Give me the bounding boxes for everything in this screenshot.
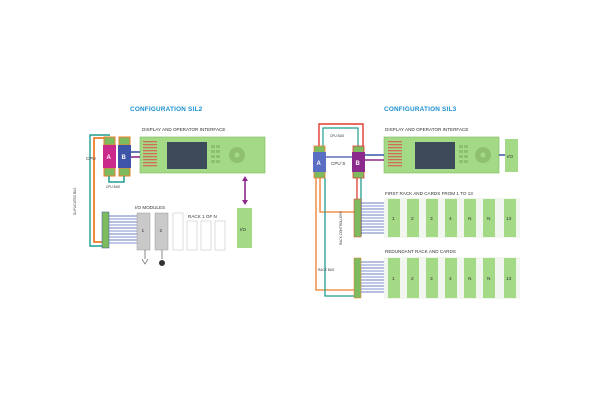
sil3-cpu-label: CPU´S <box>331 161 345 166</box>
sil3-io-block <box>505 139 518 172</box>
sil3-redundant-card-n1 <box>464 258 476 298</box>
sil3-cpu-b-letter: B <box>356 161 361 167</box>
sil3-redundant-card-n1-label: N <box>468 276 472 282</box>
sil3-redundant-card-2 <box>407 258 419 298</box>
sil2-io-modules-label: I/O MODULES <box>135 205 165 210</box>
sil2-cpu-a-letter: A <box>107 155 112 161</box>
sil3-redundant-card-4-label: 4 <box>449 276 452 282</box>
sil3-first-card-4 <box>445 199 457 237</box>
sil3-redundant-card-4 <box>445 258 457 298</box>
sil3-first-card-n1 <box>464 199 476 237</box>
sil3-cpu-a-letter: A <box>317 161 322 167</box>
sil3-redundant-card-1 <box>388 258 400 298</box>
sil3-title: CONFIGURATION SIL3 <box>384 106 457 113</box>
sil3-redundant-card-2-label: 2 <box>411 276 414 282</box>
sil2-duplicated-bus-label: DUPLICATED BUS <box>73 188 77 215</box>
sil3-first-rack-label: FIRST RACK AND CARDS FROM 1 TO 13 <box>385 191 473 196</box>
sil3-cpu: CPU BUS A B CPU´S <box>313 123 384 179</box>
sil2-title: CONFIGURATION SIL2 <box>130 106 203 113</box>
sil2-switch-icon <box>141 258 149 265</box>
sil3-keypad-grid <box>388 141 402 167</box>
sil2-cpu: CPU A B CPU BUS <box>86 136 140 189</box>
sil2-display-label: DISPLAY AND OPERATOR INTERFACE <box>142 127 225 132</box>
sil3-first-card-n2-label: N <box>487 216 491 222</box>
sil3-first-card-3 <box>426 199 438 237</box>
sil2-rack-label: RACK 1 OF N <box>188 214 217 219</box>
sil3-first-card-2-label: 2 <box>411 216 414 222</box>
sil3-first-card-4-label: 4 <box>449 216 452 222</box>
sil3-first-rack: FIRST RACK AND CARDS FROM 1 TO 13 <box>353 191 520 238</box>
sil3-section: CONFIGURATION SIL3 DISPLAY AND OPERATOR … <box>313 106 520 299</box>
sil2-keypad-grid <box>143 141 157 167</box>
sil2-cpu-bus-label: CPU BUS <box>106 185 120 189</box>
sil3-redundant-card-3 <box>426 258 438 298</box>
sil2-lamp-icon <box>159 260 165 266</box>
sil3-redundant-card-13-label: 13 <box>506 276 512 282</box>
sil2-io-block <box>237 208 252 248</box>
sil2-rack: I/O MODULES RACK 1 OF N 1 2 <box>101 205 226 266</box>
sil3-redundant-card-1-label: 1 <box>392 276 395 282</box>
sil3-cpu-a <box>313 152 326 172</box>
sil3-display-panel: DISPLAY AND OPERATOR INTERFACE I/O <box>383 127 518 174</box>
sil3-first-card-2 <box>407 199 419 237</box>
sil2-display-panel: DISPLAY AND OPERATOR INTERFACE <box>139 127 266 174</box>
sil3-first-card-13 <box>504 199 516 237</box>
sil3-redundant-card-13 <box>504 258 516 298</box>
sil3-io-label: I/O <box>507 154 514 159</box>
sil3-buttons <box>459 145 468 163</box>
sil2-io-link: I/O <box>237 176 252 248</box>
sil3-redundant-card-n2 <box>483 258 495 298</box>
sil3-first-card-1 <box>388 199 400 237</box>
sil3-cpu-b <box>352 152 365 172</box>
sil3-redundant-rack: REDUNDANT RACK AND CARDS <box>353 249 520 299</box>
sil2-buttons <box>211 145 220 163</box>
sil3-rack-controllers-label: RACK CONTROLLERS <box>339 211 343 245</box>
sil2-cpu-b <box>118 145 131 168</box>
sil2-card-2-label: 2 <box>160 228 163 234</box>
sil3-first-card-13-label: 13 <box>506 216 512 222</box>
sil3-rack-bus-label: RACK BUS <box>318 268 334 272</box>
sil3-display-label: DISPLAY AND OPERATOR INTERFACE <box>385 127 468 132</box>
sil3-first-card-3-label: 3 <box>430 216 433 222</box>
sil2-bus-lines <box>109 215 137 244</box>
sil2-card-1 <box>136 212 151 251</box>
sil2-io-label: I/O <box>240 227 247 232</box>
sil3-redundant-rack-label: REDUNDANT RACK AND CARDS <box>385 249 456 254</box>
sil3-redundant-card-n2-label: N <box>487 276 491 282</box>
sil2-card-1-label: 1 <box>142 228 145 234</box>
sil3-cpu-bus-label: CPU BUS <box>330 134 344 138</box>
sil2-cpu-a <box>103 145 116 168</box>
sil2-screen <box>167 142 207 169</box>
sil2-section: CONFIGURATION SIL2 DISPLAY AND OPERATOR … <box>73 106 266 266</box>
sil2-cpu-label: CPU <box>86 156 96 161</box>
sil3-redundant-card-3-label: 3 <box>430 276 433 282</box>
sil2-duplicated-bus <box>89 134 110 247</box>
sil2-card-2 <box>154 212 169 251</box>
sil3-first-card-n2 <box>483 199 495 237</box>
sil3-screen <box>415 142 455 169</box>
sil2-cpu-b-letter: B <box>122 155 127 161</box>
sil3-first-card-1-label: 1 <box>392 216 395 222</box>
sil3-first-card-n1-label: N <box>468 216 472 222</box>
